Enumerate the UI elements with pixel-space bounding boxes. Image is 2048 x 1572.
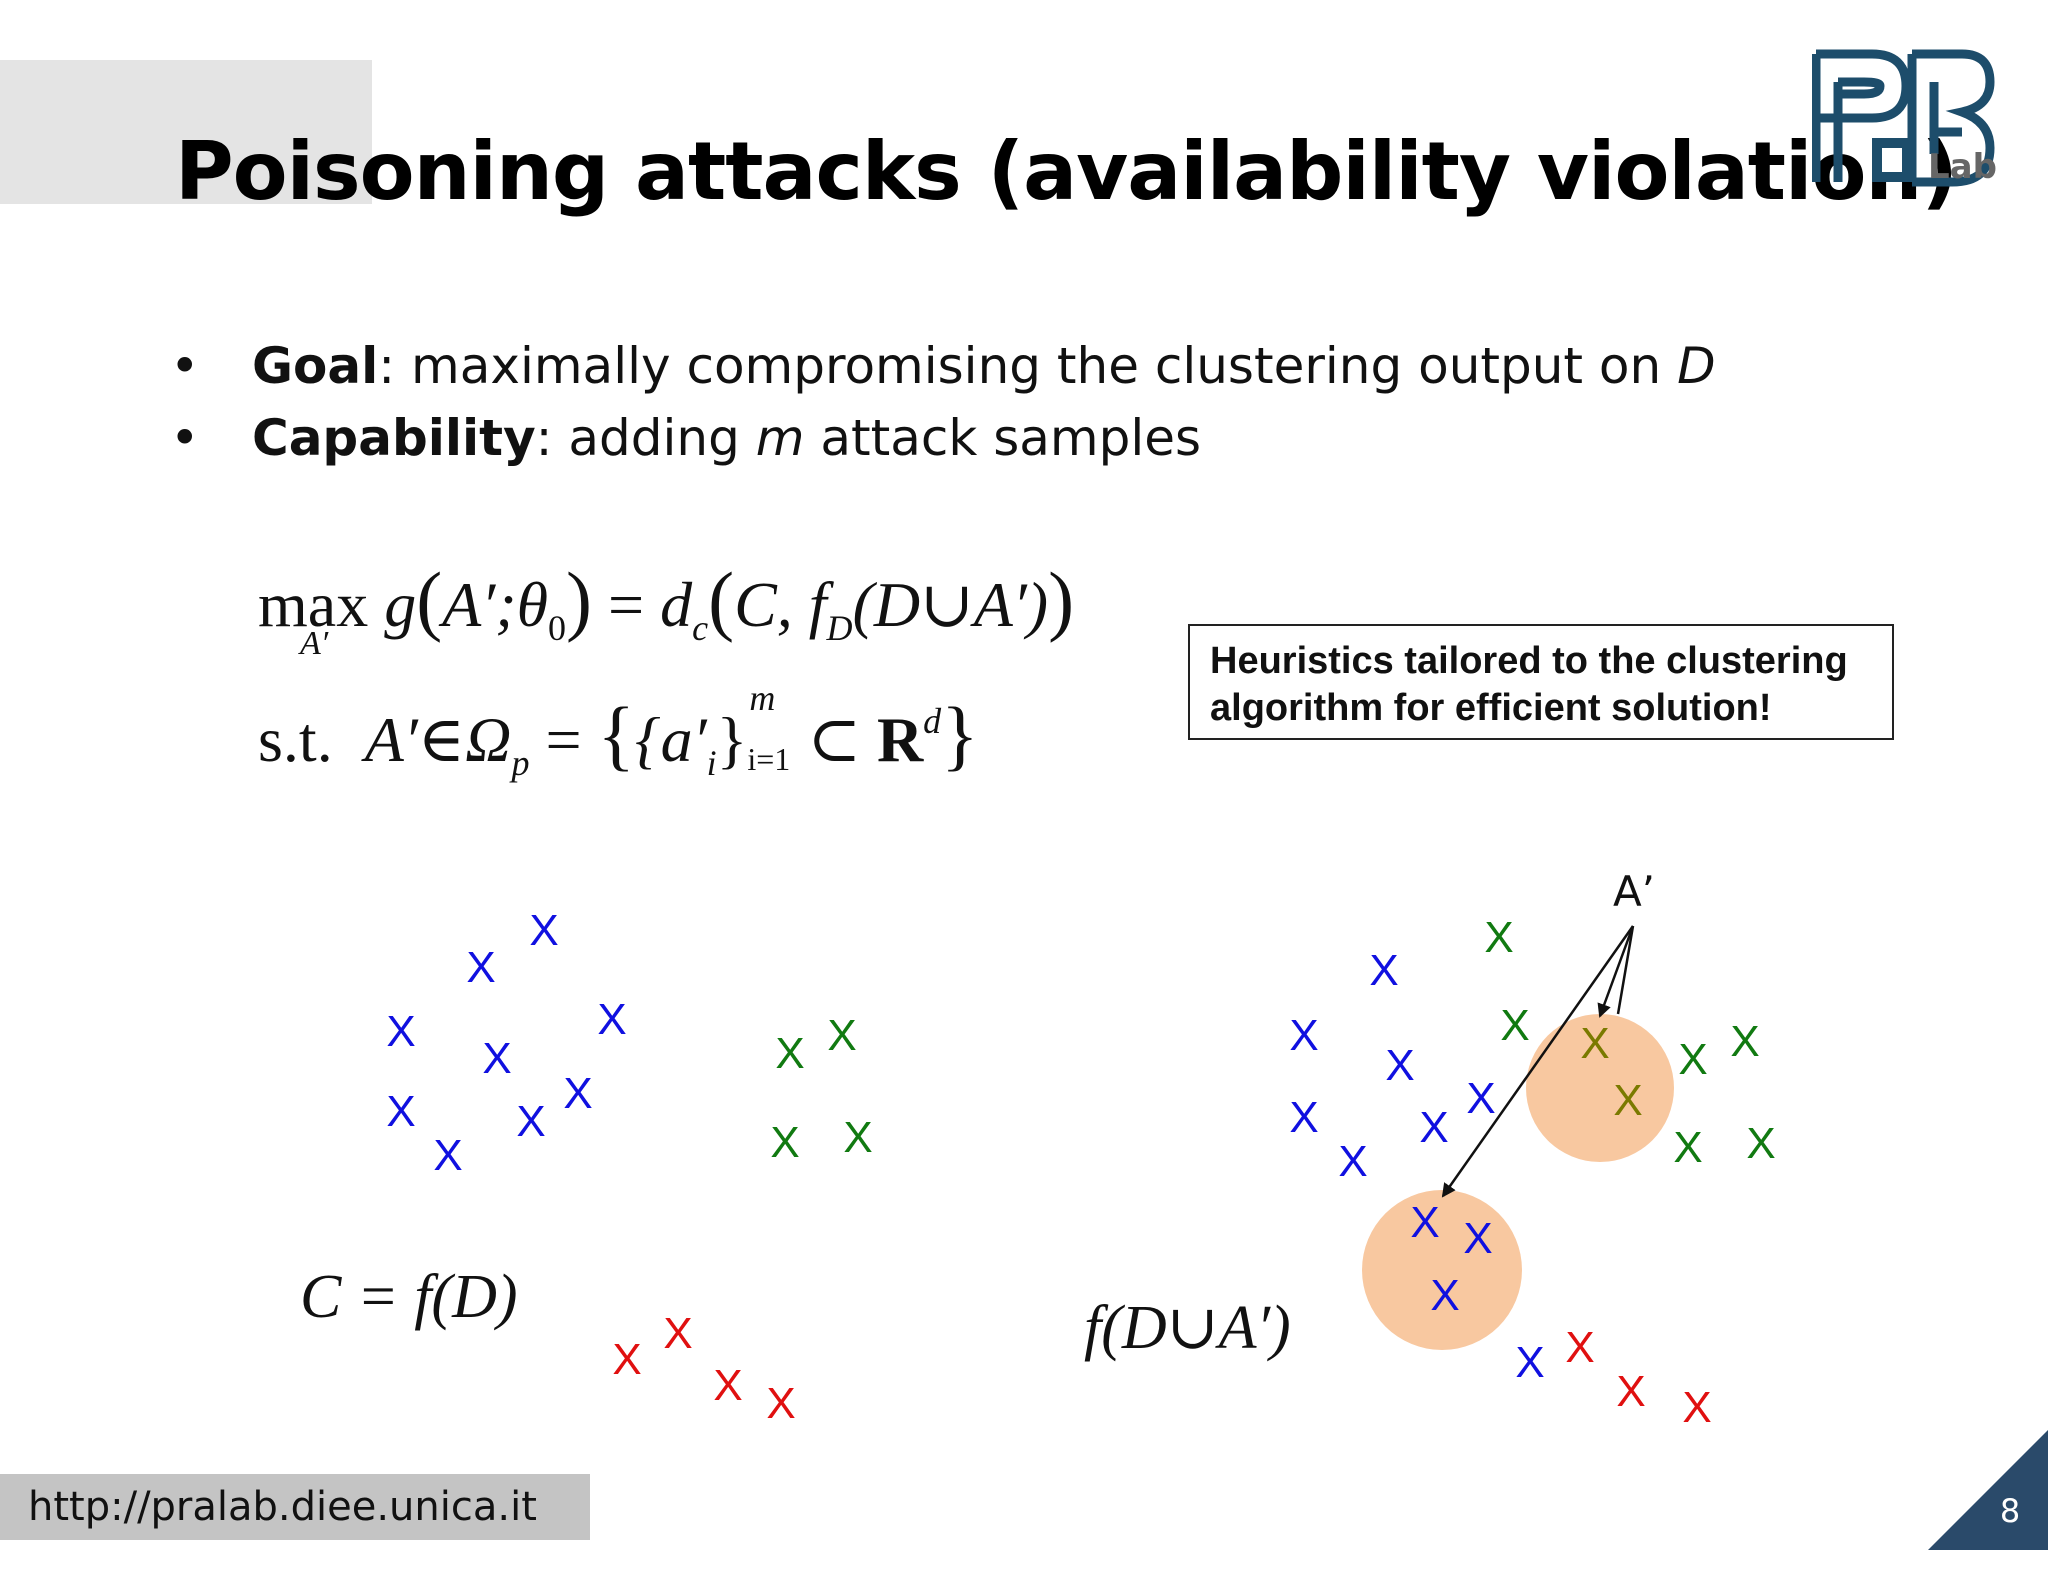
bullet-italic: m [755,409,805,467]
cluster-point-red: X [1682,1383,1711,1432]
heuristics-callout: Heuristics tailored to the clustering al… [1188,624,1894,740]
eq-st: s.t. [258,704,333,775]
cluster-point-blue: X [1419,1103,1448,1152]
bullet-list: • Goal: maximally compromising the cluste… [170,330,1716,474]
eq-i-sub: i [706,743,717,783]
cluster-point-green: X [843,1113,872,1162]
cluster-point-blue: X [1369,946,1398,995]
eq-theta-sub: 0 [548,608,567,648]
cluster-point-blue: X [1466,1074,1495,1123]
eq-d-sub: c [692,608,709,648]
eq-max-subscript: A′ [300,625,329,662]
cluster-point-blue: X [482,1034,511,1083]
title-tab-background [0,60,372,204]
right-cluster-label: f(D∪A′) [1084,1294,1291,1362]
eq-args: A′;θ [442,569,549,640]
callout-line: algorithm for efficient solution! [1210,687,1772,729]
eq-set: {a′ [634,704,707,775]
cluster-point-blue: X [1410,1198,1439,1247]
cluster-point-red: X [766,1379,795,1428]
arrow-stem [1616,925,1635,1015]
cluster-point-blue: X [386,1007,415,1056]
objective-equation: max A′ g(A′;θ0) = dc(C, fD(D∪A′)) [258,556,1075,662]
cluster-point-blue: X [1289,1011,1318,1060]
cluster-point-blue: X [1289,1093,1318,1142]
cluster-point-green: X [770,1118,799,1167]
eq-rest: (D∪A′) [852,569,1049,640]
eq-real: R [876,704,924,775]
cluster-point-blue: X [597,995,626,1044]
cluster-point-blue: X [529,906,558,955]
cluster-point-green: X [1484,913,1513,962]
eq-g: g [384,569,417,640]
bullet-capability: • Capability: adding m attack samples [170,402,1716,474]
eq-equals: = [608,569,645,640]
bullet-italic: D [1677,337,1716,395]
attack-highlight-circle [1362,1190,1522,1350]
eq-subset: ⊂ [807,704,861,775]
footer-url[interactable]: http://pralab.diee.unica.it [0,1474,590,1540]
arrow-to-green-attack [1597,925,1635,1018]
cluster-point-red: X [1565,1323,1594,1372]
bullet-dot: • [170,409,200,467]
arrow-to-blue-attack [1441,925,1635,1198]
cluster-point-green: X [1500,1001,1529,1050]
eq-close: } [716,704,748,775]
cluster-point-blue: X [433,1131,462,1180]
pralab-logo-icon [1811,49,1995,187]
cluster-point-green: X [1673,1123,1702,1172]
cluster-point-olive: X [1580,1019,1609,1068]
cluster-point-green: X [1746,1119,1775,1168]
cluster-point-blue: X [563,1069,592,1118]
page-number: 8 [2000,1492,2020,1530]
bullet-text: attack samples [804,409,1202,467]
cluster-point-blue: X [466,943,495,992]
bullet-term: Goal [252,337,379,395]
cluster-point-red: X [663,1309,692,1358]
pralab-logo: Lab [1811,42,2000,192]
eq-equals: = [545,704,582,775]
cluster-point-blue: X [1430,1271,1459,1320]
eq-d: d [660,569,693,640]
left-cluster-label: C = f(D) [300,1263,518,1331]
attack-samples-label: A’ [1613,867,1655,916]
eq-max: max [258,569,369,640]
cluster-point-blue: X [386,1087,415,1136]
bullet-text: : maximally compromising the clustering … [378,337,1678,395]
cluster-point-green: X [827,1011,856,1060]
eq-omega: A′∈Ω [364,704,512,775]
cluster-point-green: X [1678,1035,1707,1084]
eq-f: f [808,569,827,640]
cluster-point-blue: X [1515,1338,1544,1387]
cluster-point-blue: X [516,1097,545,1146]
eq-i-range: i=1 [747,741,791,777]
eq-d-sup: d [923,701,942,741]
slide-title: Poisoning attacks (availability violatio… [175,125,1958,218]
cluster-point-olive: X [1613,1076,1642,1125]
cluster-point-red: X [612,1335,641,1384]
attack-highlight-circle [1526,1014,1674,1162]
eq-c: C, [734,569,793,640]
logo-text: Lab [1928,147,1997,187]
cluster-point-blue: X [1463,1214,1492,1263]
bullet-dot: • [170,337,200,395]
cluster-point-blue: X [1338,1137,1367,1186]
cluster-point-blue: X [1385,1041,1414,1090]
eq-f-sub: D [826,608,853,648]
page-corner: 8 [1928,1430,2048,1550]
cluster-point-red: X [713,1361,742,1410]
eq-m-sup: m [749,678,776,718]
bullet-term: Capability [252,409,536,467]
bullet-text: : adding [535,409,756,467]
callout-line: Heuristics tailored to the clustering [1210,640,1848,682]
cluster-point-red: X [1616,1367,1645,1416]
cluster-point-green: X [775,1029,804,1078]
cluster-point-green: X [1730,1017,1759,1066]
bullet-goal: • Goal: maximally compromising the cluste… [170,330,1716,402]
eq-p-sub: p [511,743,530,783]
